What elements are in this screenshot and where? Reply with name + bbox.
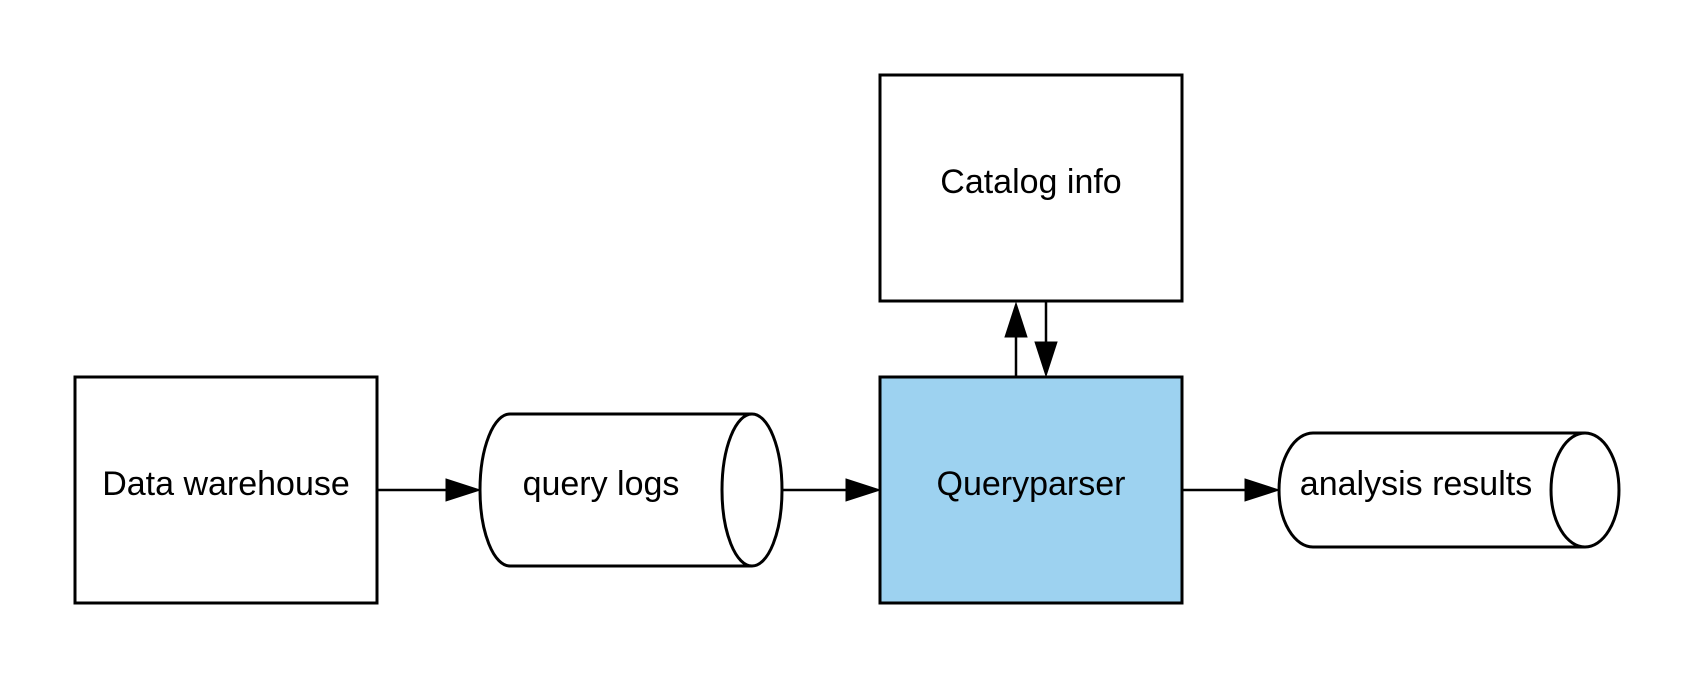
node-label-catalog-info: Catalog info (940, 163, 1121, 201)
node-data-warehouse: Data warehouse (73, 375, 379, 605)
arrowhead-right-icon (845, 478, 882, 502)
node-catalog-info: Catalog info (878, 73, 1184, 303)
arrowhead-down-icon (1034, 341, 1058, 378)
arrowhead-right-icon (1244, 478, 1281, 502)
node-label-analysis-results: analysis results (1300, 465, 1532, 503)
node-label-queryparser: Queryparser (937, 465, 1126, 503)
edge-data-warehouse-to-query-logs (378, 478, 482, 502)
node-label-data-warehouse: Data warehouse (102, 465, 350, 503)
node-analysis-results: analysis results (1277, 431, 1621, 549)
node-queryparser: Queryparser (878, 375, 1184, 605)
node-query-logs: query logs (478, 412, 784, 568)
edge-query-logs-to-queryparser (783, 478, 882, 502)
edge-queryparser-to-catalog-info (1004, 301, 1028, 376)
arrowhead-up-icon (1004, 301, 1028, 338)
node-label-query-logs: query logs (523, 465, 680, 503)
edge-catalog-info-to-queryparser (1034, 302, 1058, 378)
arrowhead-right-icon (445, 478, 482, 502)
edge-queryparser-to-analysis-results (1183, 478, 1281, 502)
